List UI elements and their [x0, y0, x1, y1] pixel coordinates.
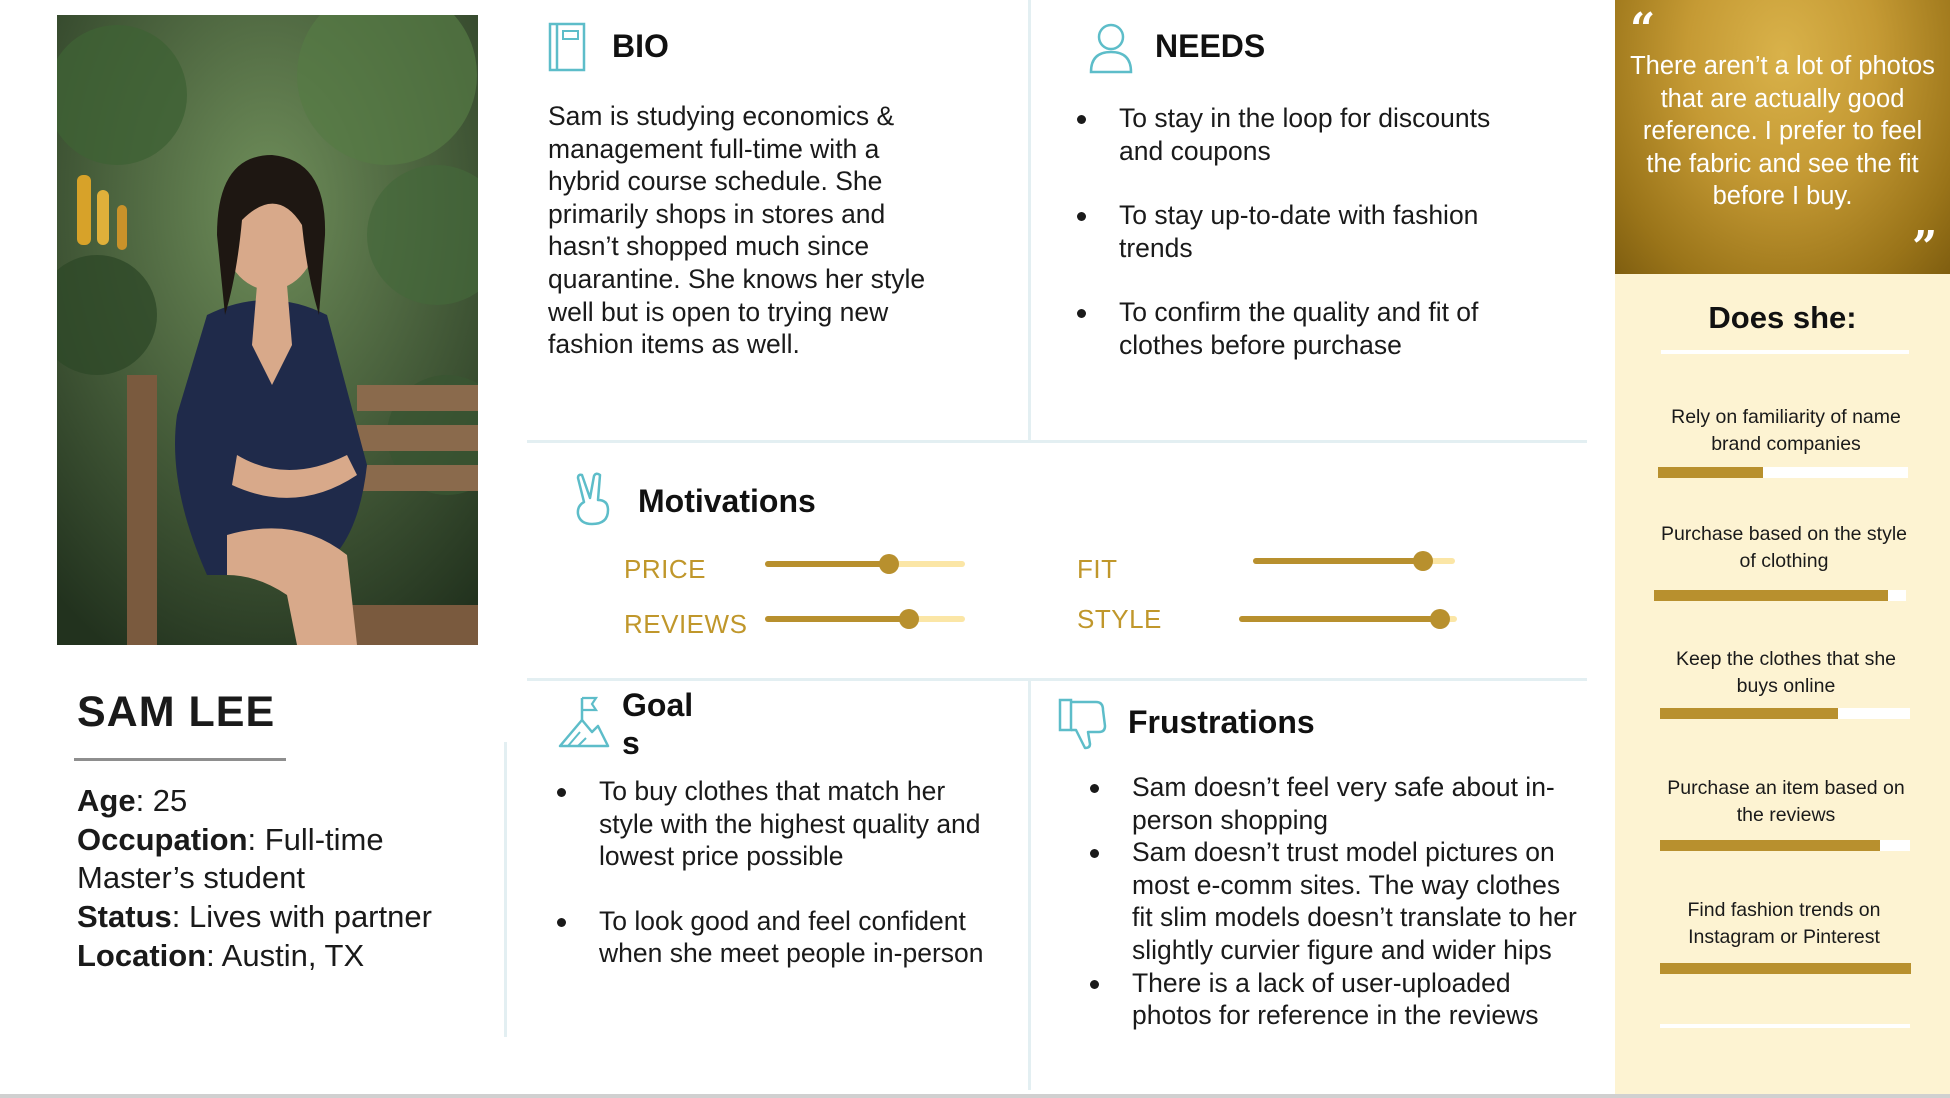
does-she-item-label: Rely on familiarity of name brand compan… — [1671, 406, 1901, 455]
does-she-bar-fill — [1660, 963, 1911, 974]
goals-title-line1: Goal — [622, 687, 694, 723]
does-she-bar — [1660, 708, 1910, 719]
motivation-label-style: STYLE — [1077, 604, 1162, 634]
goals-item: To buy clothes that match her style with… — [551, 775, 1006, 873]
bio-text: Sam is studying economics & management f… — [548, 101, 926, 360]
persona-name: SAM LEE — [77, 688, 276, 736]
motivation-slider-reviews — [765, 609, 965, 629]
detail-status: Status: Lives with partner — [77, 898, 477, 937]
does-she-item-label: Purchase based on the style of clothing — [1660, 523, 1908, 572]
does-she-bottom-rule — [1660, 1024, 1910, 1028]
peace-hand-icon — [572, 472, 614, 533]
motivation-slider-fill — [765, 616, 909, 622]
motivation-slider-knob — [1429, 609, 1450, 629]
person-icon — [1088, 22, 1134, 79]
does-she-title: Does she: — [1708, 300, 1857, 335]
quote-box — [1615, 0, 1950, 274]
detail-occupation: Occupation: Full-time Master’s student — [77, 821, 477, 898]
bottom-strip — [0, 1094, 1950, 1098]
does-she-title-rule — [1661, 350, 1909, 354]
bio-title: BIO — [612, 28, 669, 64]
does-she-item-label: Find fashion trends on Instagram or Pint… — [1687, 899, 1881, 948]
motivation-slider-knob — [1412, 551, 1433, 571]
divider-goals-frustrations — [1028, 680, 1031, 1090]
persona-details: Age: 25 Occupation: Full-time Master’s s… — [77, 782, 477, 976]
open-quote-mark: “ — [1630, 4, 1656, 55]
motivation-slider-knob — [899, 609, 919, 629]
needs-item: To confirm the quality and fit of clothe… — [1071, 296, 1541, 361]
does-she-bar-fill — [1654, 590, 1889, 601]
frustrations-title: Frustrations — [1128, 704, 1315, 740]
does-she-bar-fill — [1660, 840, 1880, 851]
does-she-bar — [1660, 963, 1911, 974]
goals-title-line2: s — [622, 725, 640, 761]
motivation-slider-style — [1239, 609, 1457, 629]
needs-list: To stay in the loop for discounts and co… — [1071, 102, 1541, 362]
divider-bio-needs — [1028, 0, 1031, 442]
quote-text: There aren’t a lot of photos that are ac… — [1630, 52, 1935, 211]
thumbs-down-icon — [1058, 698, 1108, 755]
needs-item: To stay in the loop for discounts and co… — [1071, 102, 1541, 167]
detail-occupation-value: : Full-time Master’s student — [77, 821, 384, 896]
motivation-slider-fill — [1239, 616, 1440, 622]
goals-title: Goal s — [622, 686, 693, 762]
divider-top — [527, 440, 1587, 443]
detail-age-label: Age — [77, 783, 136, 818]
mountain-flag-icon — [558, 694, 610, 753]
detail-status-value: : Lives with partner — [171, 899, 432, 935]
goals-list: To buy clothes that match her style with… — [551, 775, 1006, 970]
motivation-label-price: PRICE — [624, 554, 706, 584]
detail-status-label: Status — [77, 899, 172, 935]
detail-location-label: Location — [77, 937, 207, 973]
persona-photo-illustration — [57, 15, 478, 645]
detail-location: Location: Austin, TX — [77, 937, 477, 976]
frustrations-item: Sam doesn’t trust model pictures on most… — [1084, 836, 1584, 966]
frustrations-item: There is a lack of user-uploaded photos … — [1084, 967, 1584, 1032]
close-quote-mark: ” — [1912, 222, 1938, 273]
motivation-label-reviews: REVIEWS — [624, 609, 748, 639]
does-she-bar — [1660, 840, 1910, 851]
motivation-label-fit: FIT — [1077, 554, 1118, 584]
needs-item: To stay up-to-date with fashion trends — [1071, 199, 1541, 264]
detail-age: Age: 25 — [77, 782, 477, 821]
does-she-bar — [1658, 467, 1908, 478]
motivation-slider-knob — [879, 554, 899, 574]
needs-title: NEEDS — [1155, 28, 1266, 64]
goals-item: To look good and feel confident when she… — [551, 905, 1006, 970]
frustrations-list: Sam doesn’t feel very safe about in-pers… — [1084, 771, 1584, 1032]
motivation-slider-price — [765, 554, 965, 574]
book-icon — [548, 22, 586, 77]
divider-profile — [504, 742, 507, 1037]
detail-location-value: : Austin, TX — [206, 937, 365, 973]
motivations-title: Motivations — [638, 483, 816, 519]
detail-age-value: : 25 — [135, 783, 188, 818]
frustrations-item: Sam doesn’t feel very safe about in-pers… — [1084, 771, 1584, 836]
persona-photo — [57, 15, 478, 645]
motivation-slider-fill — [1253, 558, 1423, 564]
name-divider — [74, 758, 286, 761]
does-she-bar-fill — [1658, 467, 1763, 478]
motivation-slider-fit — [1253, 551, 1455, 571]
motivation-slider-fill — [765, 561, 889, 567]
detail-occupation-label: Occupation — [77, 821, 248, 857]
does-she-panel — [1615, 274, 1950, 1098]
does-she-item-label: Purchase an item based on the reviews — [1667, 777, 1905, 826]
divider-middle — [527, 678, 1587, 681]
does-she-bar — [1654, 590, 1906, 601]
does-she-bar-fill — [1660, 708, 1838, 719]
does-she-item-label: Keep the clothes that she buys online — [1675, 648, 1897, 697]
